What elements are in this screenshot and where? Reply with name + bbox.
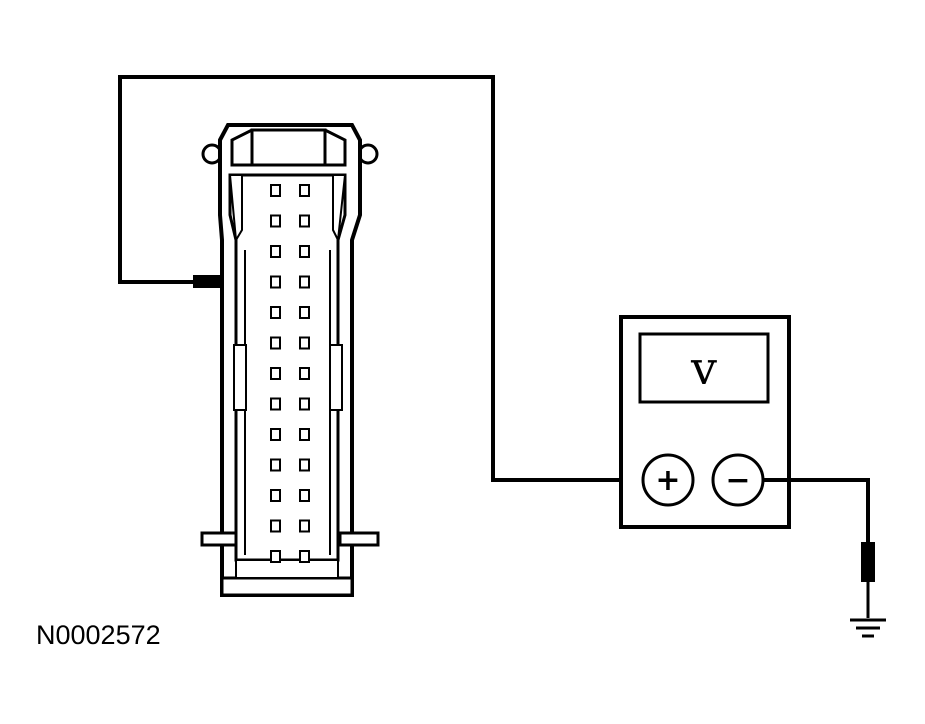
connector-pin-cavity [299, 275, 310, 289]
connector-pin-cavity [299, 245, 310, 258]
connector [200, 123, 380, 597]
connector-pin-cavity [270, 397, 281, 411]
connector-pin-cavity [270, 214, 281, 228]
connector-base-inner [235, 559, 339, 579]
voltmeter-display [638, 332, 770, 404]
connector-pin-cavity [270, 306, 281, 319]
connector-tab-right [338, 531, 380, 547]
positive-terminal-label: + [655, 463, 680, 498]
negative-terminal-label: − [725, 463, 750, 498]
connector-pin-cavity [270, 336, 281, 350]
connector-pin-cavity [299, 428, 310, 441]
figure-reference-id: N0002572 [36, 620, 161, 650]
connector-pin-cavity [299, 550, 310, 563]
negative-lead-wire [763, 478, 870, 545]
connector-pin-cavity [299, 306, 310, 319]
positive-lead-wire [118, 75, 643, 482]
connector-base [220, 576, 354, 597]
voltmeter: v + − [619, 315, 791, 529]
connector-pin-cavity [270, 275, 281, 289]
connector-key-right [329, 344, 343, 411]
connector-key-left [233, 344, 247, 411]
connector-shoulder-left [228, 174, 243, 244]
positive-terminal [641, 453, 695, 507]
connector-pin-cavity [299, 458, 310, 472]
connector-pin-cavity [299, 397, 310, 411]
connector-pin-cavity [270, 428, 281, 441]
ground-probe [861, 542, 875, 618]
connector-tab-left [200, 531, 238, 547]
connector-pin-cavity [270, 458, 281, 472]
connector-pin-cavity [270, 550, 281, 563]
ground-icon [850, 618, 886, 638]
connector-pin-cavity [299, 214, 310, 228]
connector-pin-cavity [299, 489, 310, 502]
connector-pin-cavity [270, 245, 281, 258]
connector-shoulder-right [332, 174, 347, 244]
connector-pin-cavity [299, 367, 310, 380]
connector-pin-grid [270, 184, 310, 563]
connector-pin-cavity [270, 367, 281, 380]
connector-pin-cavity [270, 519, 281, 533]
connector-pin-cavity [299, 519, 310, 533]
connector-pin-cavity [299, 336, 310, 350]
connector-latch [250, 128, 327, 167]
connector-pin-cavity [270, 489, 281, 502]
connector-pin-cavity [299, 184, 310, 197]
connector-pin-cavity [270, 184, 281, 197]
voltmeter-display-symbol: v [690, 341, 717, 395]
connector-inner-body [228, 173, 347, 562]
